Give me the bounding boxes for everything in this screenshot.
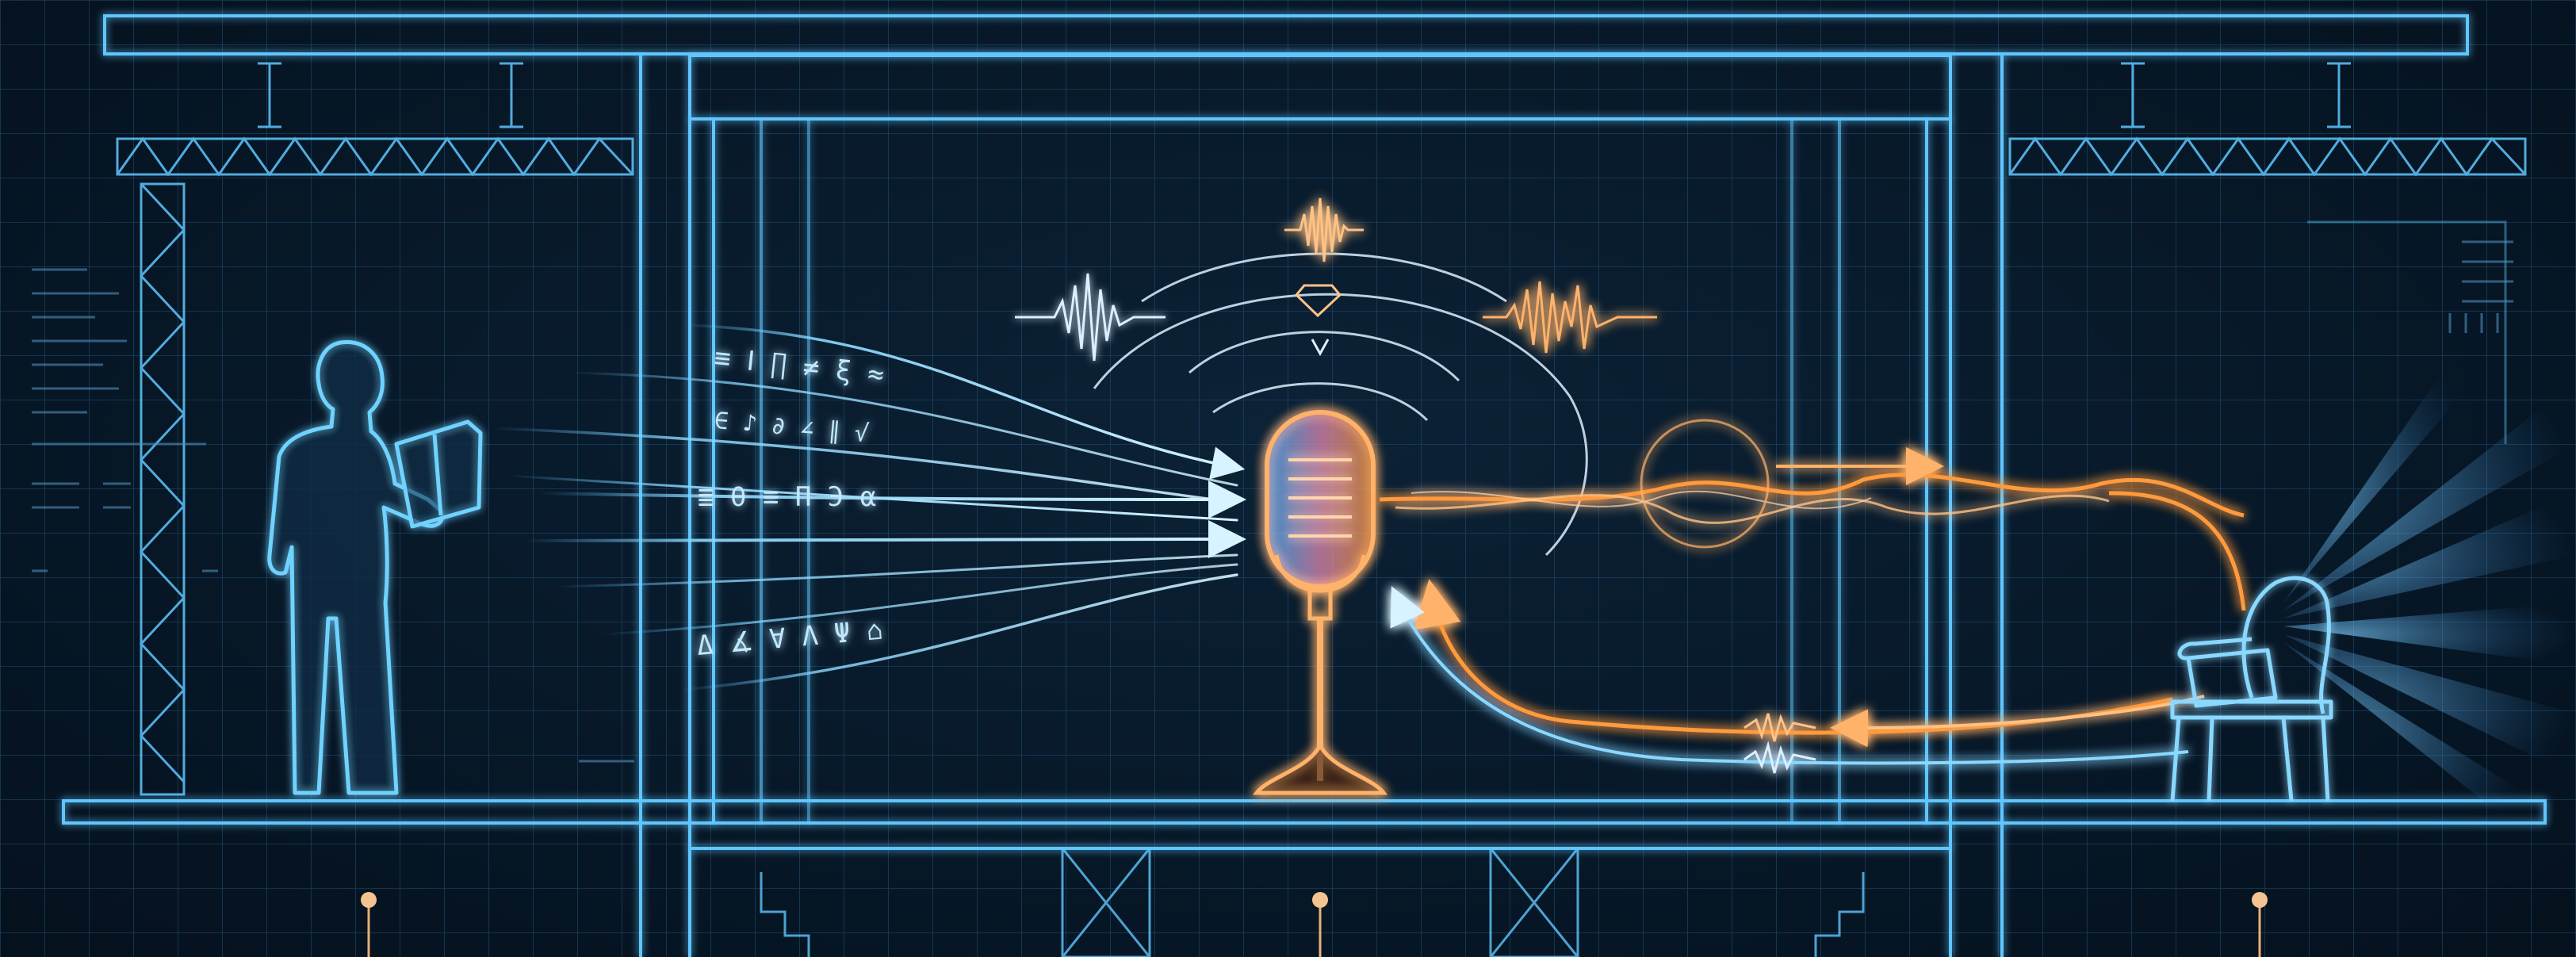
marker-right-icon <box>2252 892 2268 908</box>
marker-center-icon <box>1312 892 1328 908</box>
script-line-3: ≣ θ ≡ Π Э α <box>698 481 876 513</box>
marker-left-icon <box>361 892 377 908</box>
